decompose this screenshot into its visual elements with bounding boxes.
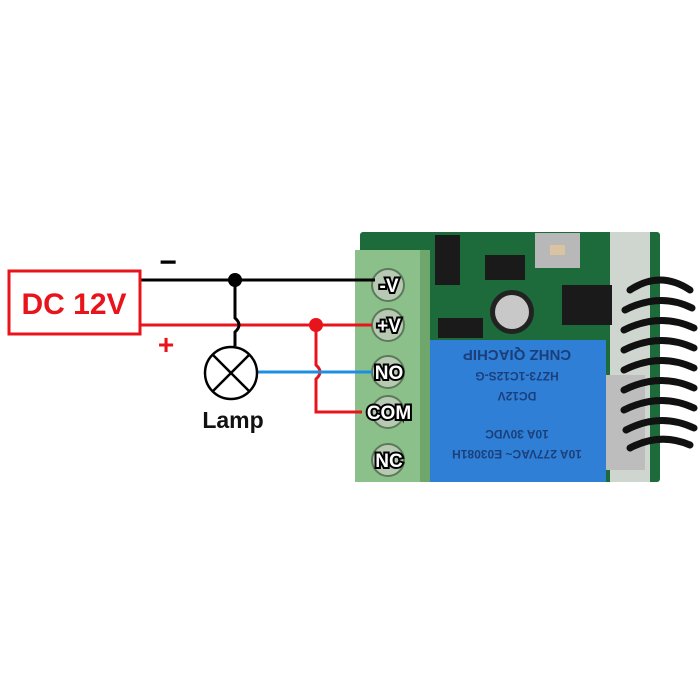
- relay-model: HZ73-1C12S-G: [475, 369, 558, 383]
- terminal-screw: [371, 395, 405, 429]
- antenna-coil: [620, 276, 698, 452]
- terminal-label-com: COM: [367, 403, 411, 424]
- lamp-label: Lamp: [202, 407, 263, 433]
- relay: [428, 340, 606, 482]
- terminal-screw: [371, 443, 405, 477]
- dc-source-label: DC 12V: [21, 288, 126, 321]
- relay-rating-dc: 10A 30VDC: [485, 427, 549, 441]
- ic-chip: [562, 285, 612, 325]
- minus-sign: −: [159, 246, 177, 279]
- terminal-label-no: NO: [375, 363, 404, 384]
- terminal-label-negative: -V: [380, 276, 399, 297]
- lamp-icon: [203, 345, 259, 401]
- regulator: [485, 255, 525, 280]
- lamp-negative-wire: [233, 280, 241, 346]
- plus-sign: +: [158, 329, 174, 360]
- capacitor-top: [495, 295, 529, 329]
- terminal-label-nc: NC: [375, 451, 403, 472]
- button-cap: [550, 245, 565, 255]
- terminal-block-edge: [420, 250, 430, 482]
- terminal-screw: [371, 268, 405, 302]
- junction-negative: [228, 273, 242, 287]
- diode: [435, 235, 460, 285]
- relay-coil: DC12V: [498, 389, 537, 403]
- terminal-label-positive: +V: [377, 316, 401, 337]
- relay-brand: CNHZ QIACHIP: [463, 346, 571, 363]
- smd-component: [438, 318, 483, 338]
- relay-rating-ac: 10A 277VAC~ E03081H: [452, 447, 582, 461]
- junction-positive: [309, 318, 323, 332]
- dc-source-box: [7, 269, 142, 336]
